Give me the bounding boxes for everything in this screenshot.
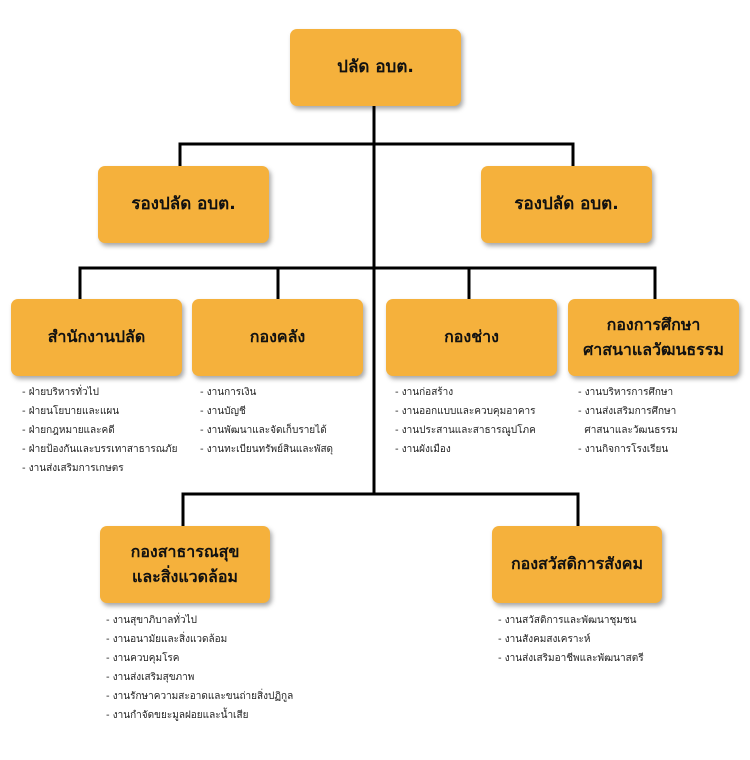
list-item: งานประสานและสาธารณูปโภค (395, 421, 536, 440)
list-item: งานส่งเสริมการเกษตร (22, 459, 177, 478)
node-welfare-label: กองสวัสดิการสังคม (510, 554, 644, 574)
list-item: ฝ่ายบริหารทั่วไป (22, 383, 177, 402)
list-item: งานผังเมือง (395, 440, 536, 459)
list-item: งานสังคมสงเคราะห์ (498, 630, 644, 649)
node-deputy-left: รองปลัด อบต. (98, 166, 269, 243)
node-health-label-2: และสิ่งแวดล้อม (132, 566, 238, 586)
list-item: งานออกแบบและควบคุมอาคาร (395, 402, 536, 421)
node-finance: กองคลัง (192, 299, 363, 376)
list-item: ฝ่ายป้องกันและบรรเทาสาธารณภัย (22, 440, 178, 459)
list-item: งานก่อสร้าง (395, 383, 536, 402)
education-task-list: งานบริหารการศึกษา งานส่งเสริมการศึกษา ศา… (578, 383, 678, 459)
list-item: งานกิจการโรงเรียน (578, 440, 678, 459)
node-welfare: กองสวัสดิการสังคม (492, 526, 662, 603)
list-item: ฝ่ายนโยบายและแผน (22, 402, 177, 421)
list-item: งานทะเบียนทรัพย์สินและพัสดุ (200, 440, 333, 459)
list-item: ฝ่ายกฎหมายและคดี (22, 421, 177, 440)
node-chief-administrator-label: ปลัด อบต. (337, 57, 414, 78)
node-deputy-right: รองปลัด อบต. (481, 166, 652, 243)
list-item: งานส่งเสริมอาชีพและพัฒนาสตรี (498, 649, 644, 668)
list-item: งานกำจัดขยะมูลฝอยและน้ำเสีย (106, 706, 293, 725)
list-item: ศาสนาและวัฒนธรรม (584, 425, 678, 436)
list-item: งานพัฒนาและจัดเก็บรายได้ (200, 421, 333, 440)
node-health: กองสาธารณสุข และสิ่งแวดล้อม (100, 526, 270, 603)
node-engineering: กองช่าง (386, 299, 557, 376)
engineering-task-list: งานก่อสร้าง งานออกแบบและควบคุมอาคาร งานป… (395, 383, 536, 459)
node-education-label-2: ศาสนาแลวัฒนธรรม (583, 339, 724, 359)
finance-task-list: งานการเงิน งานบัญชี งานพัฒนาและจัดเก็บรา… (200, 383, 333, 459)
list-item: งานควบคุมโรค (106, 649, 293, 668)
office-task-list: ฝ่ายบริหารทั่วไป ฝ่ายนโยบายและแผน ฝ่ายกฎ… (22, 383, 178, 478)
list-item: งานสุขาภิบาลทั่วไป (106, 611, 293, 630)
list-item: งานอนามัยและสิ่งแวดล้อม (106, 630, 293, 649)
list-item: งานส่งเสริมการศึกษา (578, 402, 678, 421)
node-education-label-1: กองการศึกษา (606, 314, 701, 334)
node-office-label: สำนักงานปลัด (47, 327, 146, 347)
welfare-task-list: งานสวัสดิการและพัฒนาชุมชน งานสังคมสงเครา… (498, 611, 644, 668)
node-chief-administrator: ปลัด อบต. (290, 29, 461, 106)
node-health-label-1: กองสาธารณสุข (130, 541, 240, 561)
node-engineering-label: กองช่าง (444, 327, 499, 347)
node-office: สำนักงานปลัด (11, 299, 182, 376)
node-deputy-left-label: รองปลัด อบต. (131, 194, 236, 215)
list-item: งานบริหารการศึกษา (578, 383, 678, 402)
health-task-list: งานสุขาภิบาลทั่วไป งานอนามัยและสิ่งแวดล้… (106, 611, 293, 725)
list-item: งานรักษาความสะอาดและขนถ่ายสิ่งปฏิกูล (106, 687, 293, 706)
node-finance-label: กองคลัง (249, 327, 306, 347)
list-item: งานส่งเสริมสุขภาพ (106, 668, 293, 687)
list-item: งานสวัสดิการและพัฒนาชุมชน (498, 611, 644, 630)
node-education: กองการศึกษา ศาสนาแลวัฒนธรรม (568, 299, 739, 376)
list-item: งานการเงิน (200, 383, 333, 402)
list-item: งานบัญชี (200, 402, 333, 421)
node-deputy-right-label: รองปลัด อบต. (514, 194, 619, 215)
